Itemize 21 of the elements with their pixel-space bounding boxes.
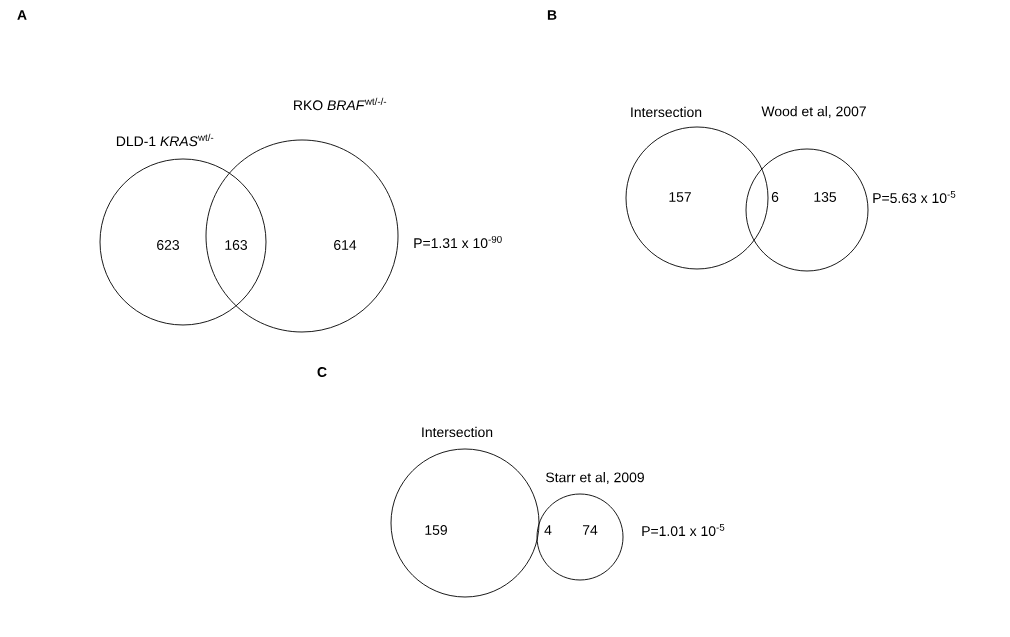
count-label: 6 [771,192,779,202]
panel-letter: C [317,367,327,377]
count-label: 614 [334,240,357,250]
set-label: RKO BRAF$^{wt/-/-}$ [294,97,387,111]
p-value: P=1.31 x 10$^{-90}$ [414,235,502,249]
count-label: 623 [157,240,179,250]
set-label: Intersection [422,426,493,438]
count-label: 74 [582,525,598,535]
set-label: DLD-1 KRAS$^{wt/-}$ [116,133,214,147]
set-label: Starr et al, 2009 [546,472,644,484]
panel-letter: A [17,10,27,20]
count-label: 135 [814,192,837,202]
count-label: 159 [425,525,447,535]
panel-letter: B [547,10,557,20]
p-value: P=1.01 x 10$^{-5}$ [642,523,725,537]
set-label: Intersection [631,106,702,118]
count-label: 4 [544,525,552,535]
set-label: Wood et al, 2007 [761,106,866,118]
count-label: 157 [669,192,691,202]
p-value: P=5.63 x 10$^{-5}$ [873,190,956,204]
count-label: 163 [225,240,247,250]
